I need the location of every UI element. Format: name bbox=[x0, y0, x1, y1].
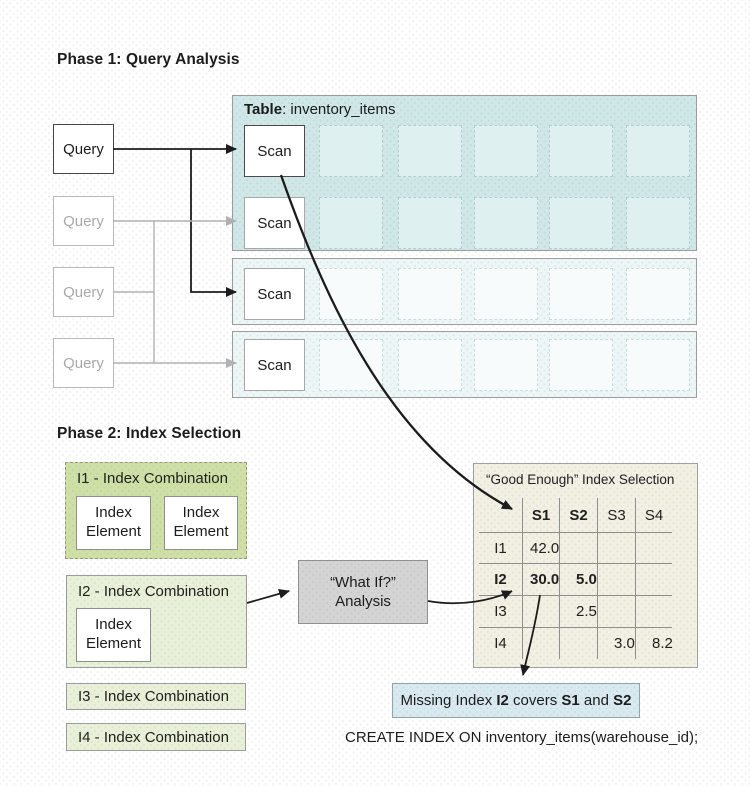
cell-i4-s2 bbox=[560, 628, 598, 659]
table-cell bbox=[549, 339, 613, 391]
row-label-i1: I1 bbox=[479, 533, 523, 564]
table-label-bold: Table bbox=[244, 101, 283, 118]
table-row4-container: Scan bbox=[232, 331, 697, 398]
table-cell bbox=[319, 125, 383, 177]
missing-index-name: I2 bbox=[496, 692, 509, 709]
scan-label: Scan bbox=[257, 142, 292, 160]
scan-label: Scan bbox=[257, 214, 292, 232]
missing-text-1: Missing Index bbox=[400, 692, 497, 709]
missing-scan-1: S1 bbox=[561, 692, 580, 709]
table-cell bbox=[474, 197, 538, 249]
phase2-heading: Phase 2: Index Selection bbox=[57, 425, 242, 442]
missing-text-2: covers bbox=[508, 692, 562, 709]
scan-box-4: Scan bbox=[244, 339, 305, 391]
cell-i1-s2 bbox=[560, 533, 598, 564]
combination-label: I2 - Index Combination bbox=[78, 583, 229, 600]
index-combination-i4: I4 - Index Combination bbox=[66, 723, 246, 751]
cell-i3-s3 bbox=[598, 596, 636, 628]
cell-i2-s2: 5.0 bbox=[560, 564, 598, 596]
table-label-rest: : inventory_items bbox=[282, 101, 396, 118]
table-cell bbox=[398, 268, 462, 320]
what-if-line1: “What If?” bbox=[330, 573, 396, 591]
cell-i3-s4 bbox=[636, 596, 672, 628]
table-cell bbox=[626, 339, 690, 391]
row-label-i4: I4 bbox=[479, 628, 523, 659]
scan-label: Scan bbox=[257, 356, 292, 374]
table-row3-container: Scan bbox=[232, 258, 697, 325]
table-cell bbox=[398, 339, 462, 391]
missing-index-callout: Missing Index I2 covers S1 and S2 bbox=[392, 683, 640, 718]
phase1-heading: Phase 1: Query Analysis bbox=[57, 51, 240, 68]
table-container: Table: inventory_items Scan Scan bbox=[232, 95, 697, 251]
table-cell bbox=[549, 125, 613, 177]
cell-i4-s4: 8.2 bbox=[652, 635, 673, 652]
table-label: Table: inventory_items bbox=[244, 101, 395, 118]
table-cell bbox=[474, 125, 538, 177]
cell-i4-s1 bbox=[523, 628, 560, 659]
table-cell bbox=[626, 197, 690, 249]
selection-table-title: “Good Enough” Index Selection bbox=[486, 472, 675, 487]
combination-label: I4 - Index Combination bbox=[78, 728, 229, 746]
cell-i2-s4 bbox=[636, 564, 672, 596]
index-combination-i1: I1 - Index Combination Index Element Ind… bbox=[65, 462, 247, 559]
cell-i1-s1: 42.0 bbox=[523, 533, 560, 564]
query-label: Query bbox=[63, 354, 104, 372]
col-header-s1: S1 bbox=[523, 498, 560, 533]
index-selection-table: “Good Enough” Index Selection S1 S2 S3 S… bbox=[473, 463, 698, 668]
combination-label: I1 - Index Combination bbox=[77, 470, 228, 487]
scan-label: Scan bbox=[257, 285, 292, 303]
scan-box-1: Scan bbox=[244, 125, 305, 177]
cell-i2-s3 bbox=[598, 564, 636, 596]
table-cell bbox=[319, 268, 383, 320]
combination-label: I3 - Index Combination bbox=[78, 688, 229, 705]
cell-i2-s1: 30.0 bbox=[523, 564, 560, 596]
selection-grid: S1 S2 S3 S4 I1 42.0 I2 30.0 5.0 I3 2.5 I… bbox=[479, 498, 673, 659]
cell-i3-s2: 2.5 bbox=[560, 596, 598, 628]
row-label-i3: I3 bbox=[479, 596, 523, 628]
table-cell bbox=[319, 339, 383, 391]
table-cell bbox=[398, 197, 462, 249]
query-label: Query bbox=[63, 283, 104, 301]
index-element: Index Element bbox=[76, 496, 151, 550]
table-cell bbox=[398, 125, 462, 177]
what-if-line2: Analysis bbox=[335, 593, 391, 610]
cell-i3-s1 bbox=[523, 596, 560, 628]
col-header-s2: S2 bbox=[560, 498, 598, 533]
create-index-sql: CREATE INDEX ON inventory_items(warehous… bbox=[345, 729, 699, 746]
table-cell bbox=[474, 268, 538, 320]
query-label: Query bbox=[63, 212, 104, 230]
index-combination-i2: I2 - Index Combination Index Element bbox=[66, 575, 247, 668]
missing-text-3: and bbox=[579, 692, 614, 709]
table-cell bbox=[549, 197, 613, 249]
table-cell bbox=[626, 125, 690, 177]
query-box-1: Query bbox=[53, 124, 114, 174]
cell-i1-s3 bbox=[598, 533, 636, 564]
arrow-i2-to-whatif bbox=[246, 588, 290, 604]
query-label: Query bbox=[63, 140, 104, 158]
arrow-query1-to-scan3 bbox=[190, 149, 237, 297]
index-combination-i3: I3 - Index Combination bbox=[66, 683, 246, 710]
table-cell bbox=[549, 268, 613, 320]
row-label-i2: I2 bbox=[479, 564, 523, 596]
cell-i4-s3: 3.0 bbox=[598, 628, 636, 659]
query-box-2: Query bbox=[53, 196, 114, 246]
index-element: Index Element bbox=[164, 496, 238, 550]
col-header-s3: S3 bbox=[598, 498, 636, 533]
corner-cell bbox=[479, 498, 523, 533]
missing-scan-2: S2 bbox=[613, 692, 632, 709]
table-cell bbox=[626, 268, 690, 320]
table-cell bbox=[319, 197, 383, 249]
query-box-4: Query bbox=[53, 338, 114, 388]
query-box-3: Query bbox=[53, 267, 114, 317]
table-cell bbox=[474, 339, 538, 391]
col-header-s4: S4 bbox=[636, 498, 672, 533]
cell-i1-s4 bbox=[636, 533, 672, 564]
scan-box-3: Scan bbox=[244, 268, 305, 320]
index-element: Index Element bbox=[76, 608, 151, 662]
what-if-analysis-box: “What If?” Analysis bbox=[298, 560, 428, 624]
scan-box-2: Scan bbox=[244, 197, 305, 249]
